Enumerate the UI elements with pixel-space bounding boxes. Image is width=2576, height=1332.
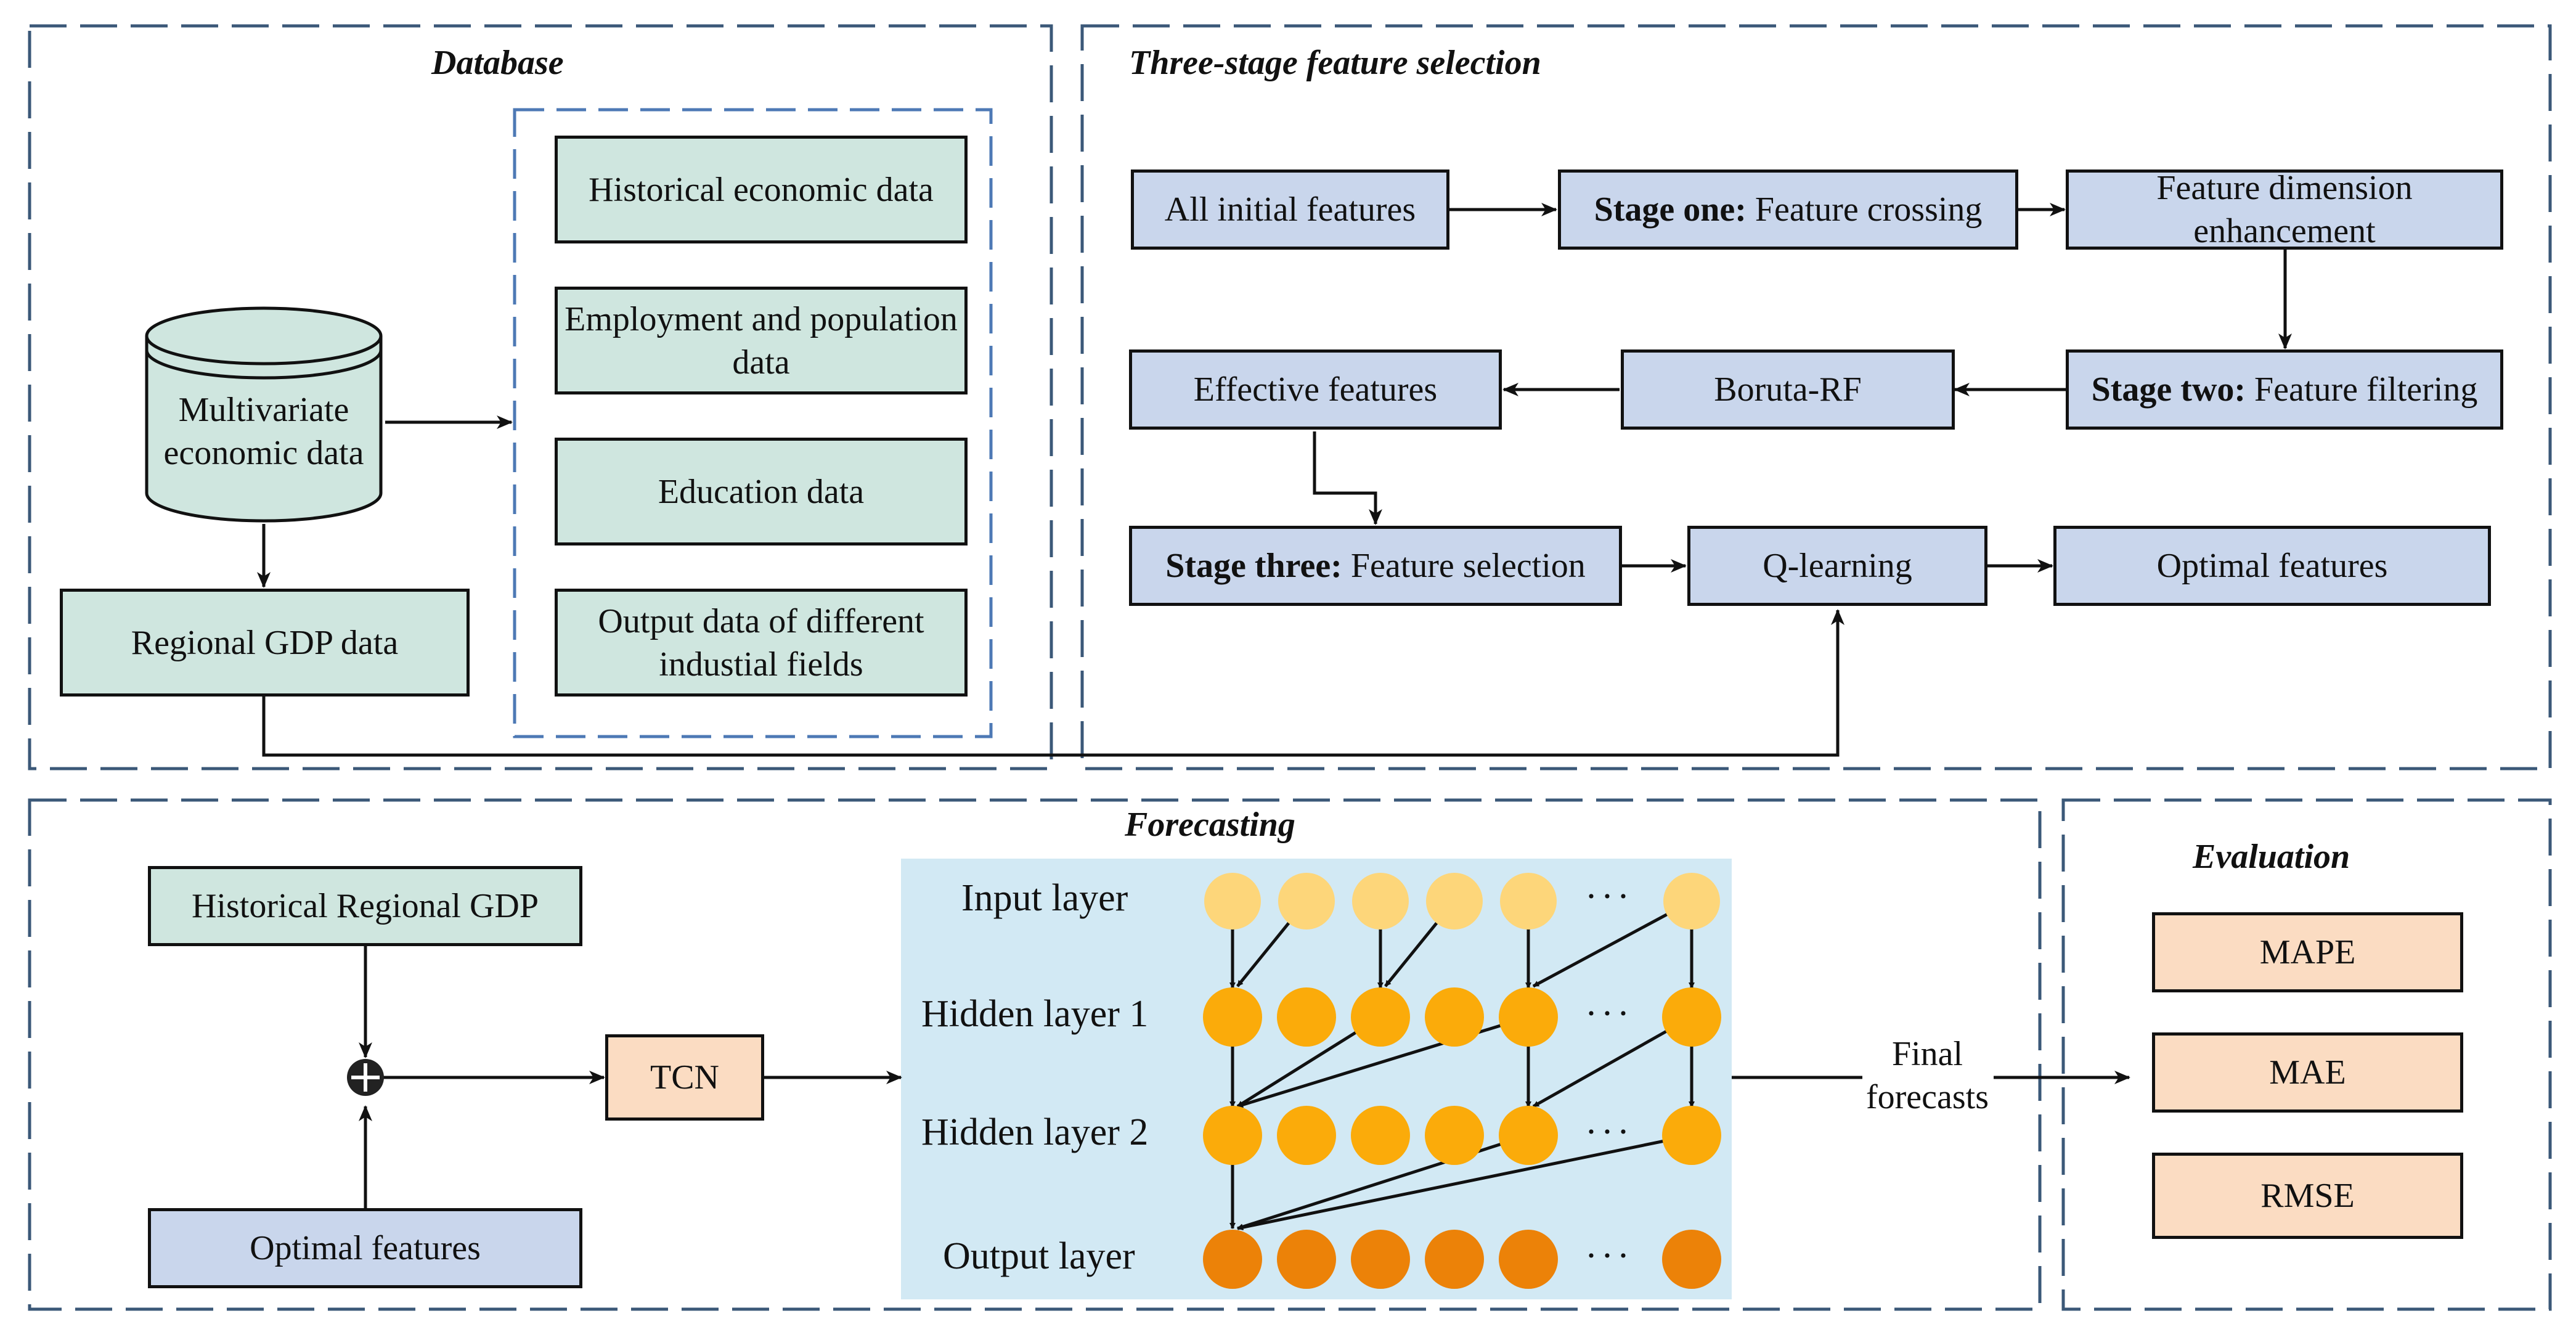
historical-regional-gdp-box: Historical Regional GDP bbox=[148, 866, 582, 946]
input-layer-label: Input layer bbox=[961, 877, 1128, 919]
hidden1-ellipsis: ··· bbox=[1585, 993, 1633, 1034]
node bbox=[1499, 1230, 1558, 1289]
node bbox=[1352, 873, 1409, 930]
database-title: Database bbox=[431, 44, 564, 82]
node bbox=[1203, 1230, 1262, 1289]
node bbox=[1204, 873, 1261, 930]
all-initial-features-box: All initial features bbox=[1131, 170, 1449, 250]
node bbox=[1499, 987, 1558, 1047]
hidden-layer-2-label: Hidden layer 2 bbox=[921, 1111, 1149, 1153]
optimal-features-output-box: Optimal features bbox=[2053, 526, 2491, 606]
tcn-box: TCN bbox=[605, 1034, 764, 1121]
stage-three-label: Stage three: bbox=[1165, 547, 1342, 585]
rmse-box: RMSE bbox=[2152, 1153, 2463, 1239]
node bbox=[1662, 987, 1721, 1047]
regional-gdp-data-box: Regional GDP data bbox=[60, 589, 470, 697]
input-layer-nodes bbox=[1204, 873, 1720, 930]
node bbox=[1351, 987, 1410, 1047]
node bbox=[1499, 1106, 1558, 1165]
node bbox=[1500, 873, 1557, 930]
hidden-layer-2-nodes bbox=[1203, 1106, 1721, 1165]
feature-selection-title: Three-stage feature selection bbox=[1129, 44, 1541, 82]
historical-economic-data-box: Historical economic data bbox=[555, 136, 968, 243]
hidden2-ellipsis: ··· bbox=[1585, 1111, 1633, 1152]
education-data-box: Education data bbox=[555, 438, 968, 545]
node bbox=[1425, 1106, 1484, 1165]
node bbox=[1203, 987, 1262, 1047]
node bbox=[1277, 1230, 1336, 1289]
node bbox=[1277, 987, 1336, 1047]
feature-dimension-enhancement-box: Feature dimension enhancement bbox=[2066, 169, 2503, 250]
hidden-layer-1-label: Hidden layer 1 bbox=[921, 993, 1149, 1035]
node bbox=[1662, 1230, 1721, 1289]
evaluation-frame bbox=[2061, 798, 2552, 1311]
stage-one-label: Stage one: bbox=[1594, 190, 1747, 229]
final-forecasts-label: Final forecasts bbox=[1865, 1035, 1989, 1116]
output-layer-nodes bbox=[1203, 1230, 1721, 1289]
hidden-layer-1-nodes bbox=[1203, 987, 1721, 1047]
node bbox=[1425, 987, 1484, 1047]
database-cylinder-icon bbox=[145, 306, 383, 523]
stage-one-box: Stage one: Feature crossing bbox=[1558, 170, 2018, 250]
feature-selection-frame bbox=[1080, 24, 2552, 770]
evaluation-title: Evaluation bbox=[2193, 838, 2350, 876]
optimal-features-input-box: Optimal features bbox=[148, 1208, 582, 1288]
stage-two-text: Feature filtering bbox=[2246, 370, 2478, 409]
q-learning-box: Q-learning bbox=[1687, 526, 1987, 606]
node bbox=[1203, 1106, 1262, 1165]
stage-three-box: Stage three: Feature selection bbox=[1129, 526, 1622, 606]
forecasting-frame bbox=[28, 798, 2042, 1311]
database-frame bbox=[28, 24, 1053, 770]
database-inner-frame bbox=[513, 108, 993, 738]
effective-features-box: Effective features bbox=[1129, 349, 1502, 430]
stage-two-label: Stage two: bbox=[2091, 370, 2246, 409]
node bbox=[1351, 1106, 1410, 1165]
node bbox=[1662, 1106, 1721, 1165]
node bbox=[1425, 1230, 1484, 1289]
mape-box: MAPE bbox=[2152, 912, 2463, 992]
boruta-rf-box: Boruta-RF bbox=[1621, 349, 1955, 430]
sum-node bbox=[347, 1059, 384, 1096]
mae-box: MAE bbox=[2152, 1032, 2463, 1113]
node bbox=[1278, 873, 1335, 930]
node bbox=[1277, 1106, 1336, 1165]
input-ellipsis: ··· bbox=[1585, 876, 1633, 917]
node bbox=[1426, 873, 1483, 930]
stage-two-box: Stage two: Feature filtering bbox=[2066, 349, 2503, 430]
employment-population-data-box: Employment and population data bbox=[555, 287, 968, 394]
forecasting-title: Forecasting bbox=[1125, 806, 1295, 844]
network-background bbox=[901, 859, 1732, 1299]
industrial-output-data-box: Output data of different industial field… bbox=[555, 589, 968, 697]
stage-three-text: Feature selection bbox=[1342, 547, 1586, 585]
output-ellipsis: ··· bbox=[1585, 1235, 1633, 1276]
stage-one-text: Feature crossing bbox=[1746, 190, 1983, 229]
output-layer-label: Output layer bbox=[943, 1235, 1135, 1277]
node bbox=[1351, 1230, 1410, 1289]
node bbox=[1663, 873, 1720, 930]
multivariate-data-label: Multivariate economic data bbox=[163, 391, 364, 472]
